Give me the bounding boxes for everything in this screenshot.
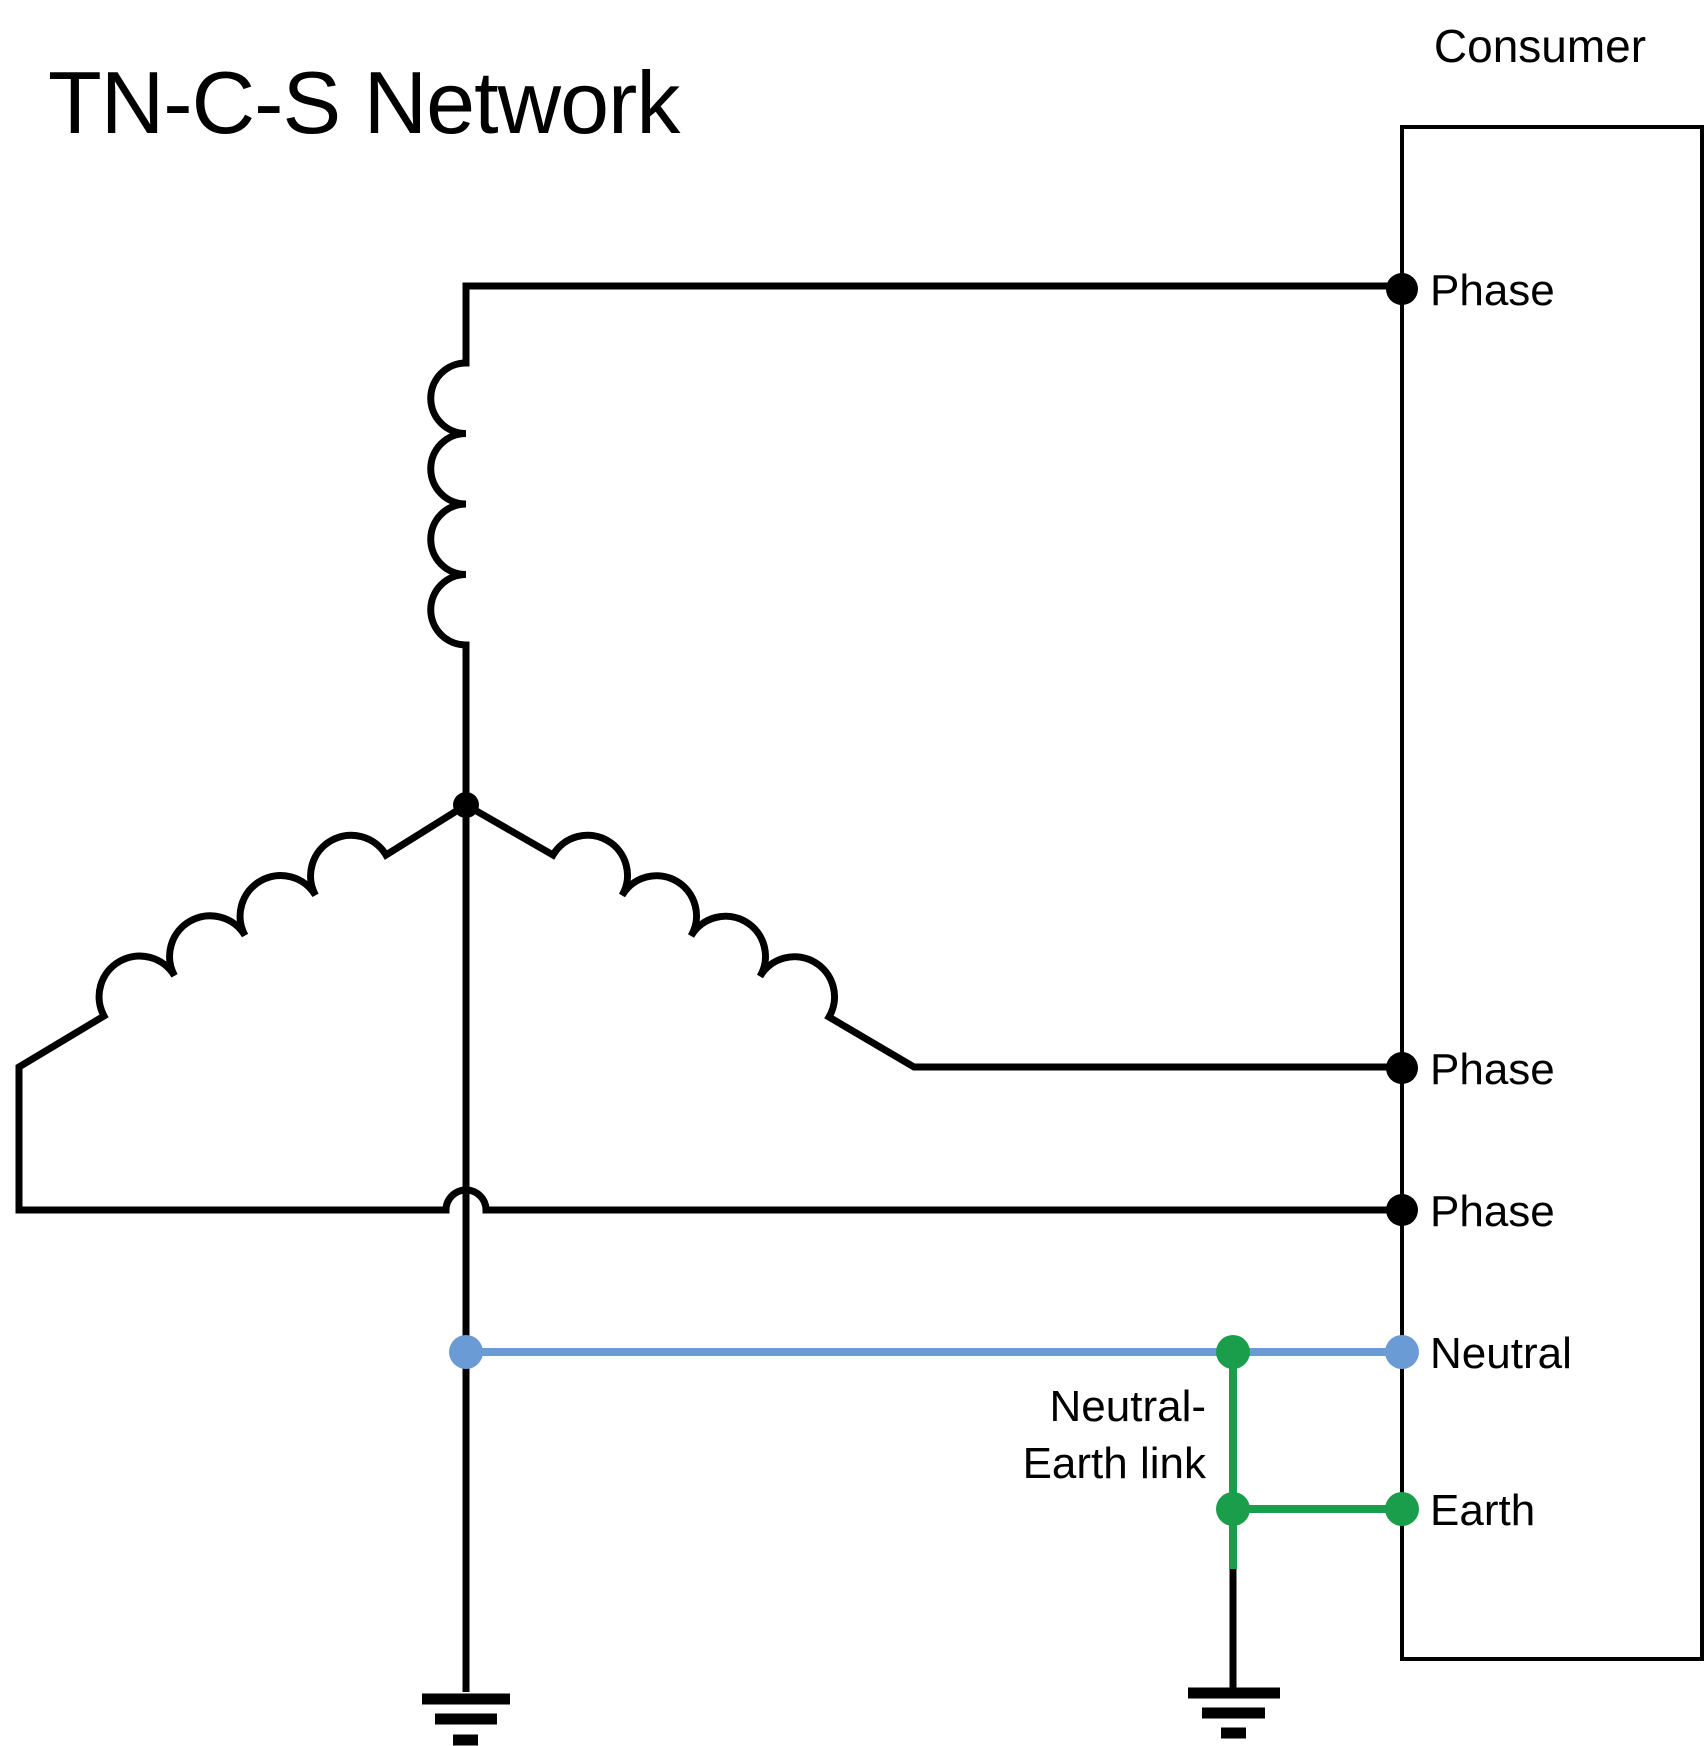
left-winding-and-phase3-wire xyxy=(15,802,1402,1214)
phase1-wire-and-top-winding xyxy=(427,282,1402,805)
phase1-label: Phase xyxy=(1430,266,1555,315)
phase1-terminal-dot xyxy=(1386,273,1418,305)
ground-symbol-left xyxy=(422,1693,510,1746)
neutral-earth-link-label-line2: Earth link xyxy=(1023,1439,1207,1488)
phase2-label: Phase xyxy=(1430,1045,1555,1094)
earth-terminal-dot xyxy=(1385,1492,1419,1526)
diagram-title: TN-C-S Network xyxy=(48,53,681,152)
neutral-source-dot xyxy=(449,1335,483,1369)
neutral-earth-link-label-line1: Neutral- xyxy=(1050,1382,1207,1431)
right-winding-and-phase2-wire xyxy=(464,801,1402,1071)
neutral-earth-link-top-node xyxy=(1216,1335,1250,1369)
neutral-earth-link-bottom-node xyxy=(1216,1492,1250,1526)
neutral-terminal-dot xyxy=(1385,1335,1419,1369)
phase3-terminal-dot xyxy=(1386,1194,1418,1226)
consumer-box xyxy=(1400,125,1704,1661)
consumer-label: Consumer xyxy=(1434,20,1646,72)
phase2-terminal-dot xyxy=(1386,1052,1418,1084)
neutral-earth-link-label: Neutral- Earth link xyxy=(1023,1382,1207,1488)
ground-symbol-right xyxy=(1188,1687,1280,1739)
neutral-earth-link-wire xyxy=(1229,1352,1402,1513)
earth-label: Earth xyxy=(1430,1486,1535,1535)
phase3-label: Phase xyxy=(1430,1187,1555,1236)
neutral-label: Neutral xyxy=(1430,1329,1572,1378)
star-point-node xyxy=(453,792,479,818)
